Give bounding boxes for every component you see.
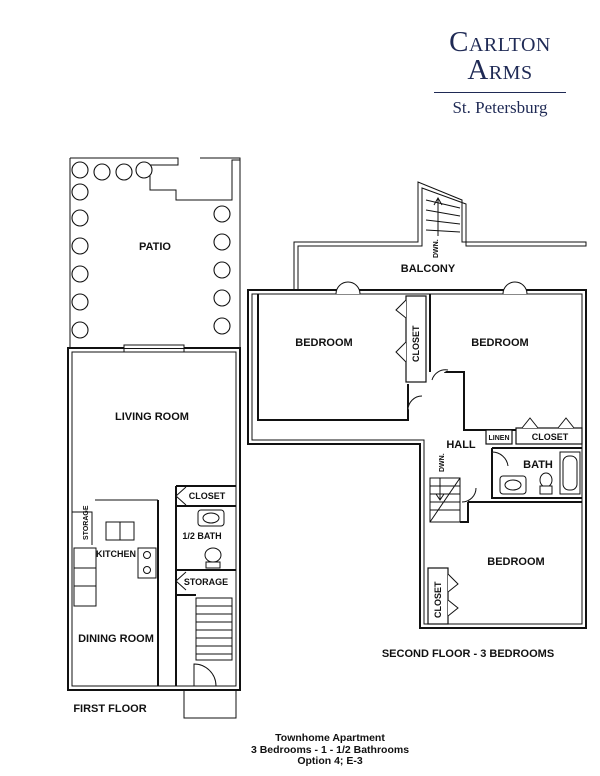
patio-label: PATIO: [139, 241, 171, 253]
bedroom-1-balcony-door: [335, 281, 361, 295]
bedroom-3-label: BEDROOM: [487, 556, 544, 568]
closet-2: [515, 427, 583, 445]
patio-wall: [69, 157, 241, 348]
balcony-wall: [293, 181, 587, 290]
second-floor-plan: DWN. BALCONY CLOSET BEDROOM BEDROOM CLOS…: [247, 181, 587, 660]
kitchen-counter: [73, 547, 97, 607]
closet-3-label: CLOSET: [433, 581, 443, 618]
hall-stair-label: DWN.: [439, 453, 446, 472]
bedroom-2-label: BEDROOM: [471, 337, 528, 349]
kitchen-walls: [72, 499, 158, 545]
bedroom-1-closet: [405, 295, 427, 383]
bedroom-3-door: [461, 487, 477, 503]
first-floor-plan: PATIO CLOSET 1/2 BATH STORAGE: [67, 157, 241, 719]
storage-door: [175, 571, 187, 591]
bath-door: [491, 451, 509, 467]
kitchen-range: [137, 547, 157, 579]
caption-line-2: 3 Bedrooms - 1 - 1/2 Bathrooms: [250, 743, 410, 756]
entry-stoop: [183, 689, 237, 719]
service-walls: [175, 485, 236, 686]
brand-line-1: Carlton: [449, 26, 551, 58]
caption-line-1: Townhome Apartment: [275, 732, 385, 744]
caption-line-3: Option 4; E-3: [297, 755, 363, 767]
closet-3: [427, 567, 449, 625]
patio-gate: [200, 157, 241, 200]
bedroom-1-wall: [257, 294, 409, 421]
bath-label: BATH: [523, 459, 553, 471]
half-bath-toilet: [204, 547, 222, 563]
living-room-label: LIVING ROOM: [115, 411, 189, 423]
kitchen-storage-label: STORAGE: [83, 505, 90, 540]
hall-label: HALL: [446, 439, 476, 451]
closet-1-label: CLOSET: [411, 325, 421, 362]
dining-room-label: DINING ROOM: [78, 633, 154, 645]
bedroom-2-balcony-door: [502, 281, 528, 295]
balcony-stair-label: DWN.: [433, 239, 440, 258]
brand-divider: [434, 92, 566, 93]
first-floor-stairs: [195, 597, 233, 661]
second-floor-label: SECOND FLOOR - 3 BEDROOMS: [382, 648, 554, 660]
plan-caption: Townhome Apartment 3 Bedrooms - 1 - 1/2 …: [160, 732, 500, 768]
storage-label: STORAGE: [184, 577, 228, 587]
bedroom-1-label: BEDROOM: [295, 337, 352, 349]
second-floor-inner: [251, 293, 583, 625]
bath-walls: [491, 447, 582, 499]
bedroom-2-door: [431, 369, 449, 381]
linen-label: LINEN: [489, 435, 510, 442]
bedroom-2-wall: [429, 294, 582, 431]
bath-toilet: [539, 472, 553, 488]
linen-closet: [485, 429, 513, 445]
balcony-label: BALCONY: [401, 263, 456, 275]
closet-door: [175, 486, 187, 506]
hedge-left: [71, 161, 153, 339]
kitchen-label: KITCHEN: [96, 549, 136, 559]
bedroom-3-wall: [460, 501, 582, 523]
second-floor-outline: [247, 289, 587, 629]
closet-2-label: CLOSET: [532, 432, 569, 442]
half-bath-label: 1/2 BATH: [182, 531, 221, 541]
entry-door: [193, 663, 217, 687]
brand-logo: Carlton Arms St. Petersburg: [430, 28, 570, 117]
first-floor-label: FIRST FLOOR: [73, 703, 146, 715]
brand-location: St. Petersburg: [452, 98, 548, 117]
brand-line-2: Arms: [467, 54, 533, 86]
hedge-right: [213, 205, 231, 335]
closet-label: CLOSET: [189, 491, 226, 501]
bedroom-1-door: [407, 395, 423, 411]
second-floor-stairs: [429, 477, 461, 523]
balcony-stair: [425, 196, 461, 236]
